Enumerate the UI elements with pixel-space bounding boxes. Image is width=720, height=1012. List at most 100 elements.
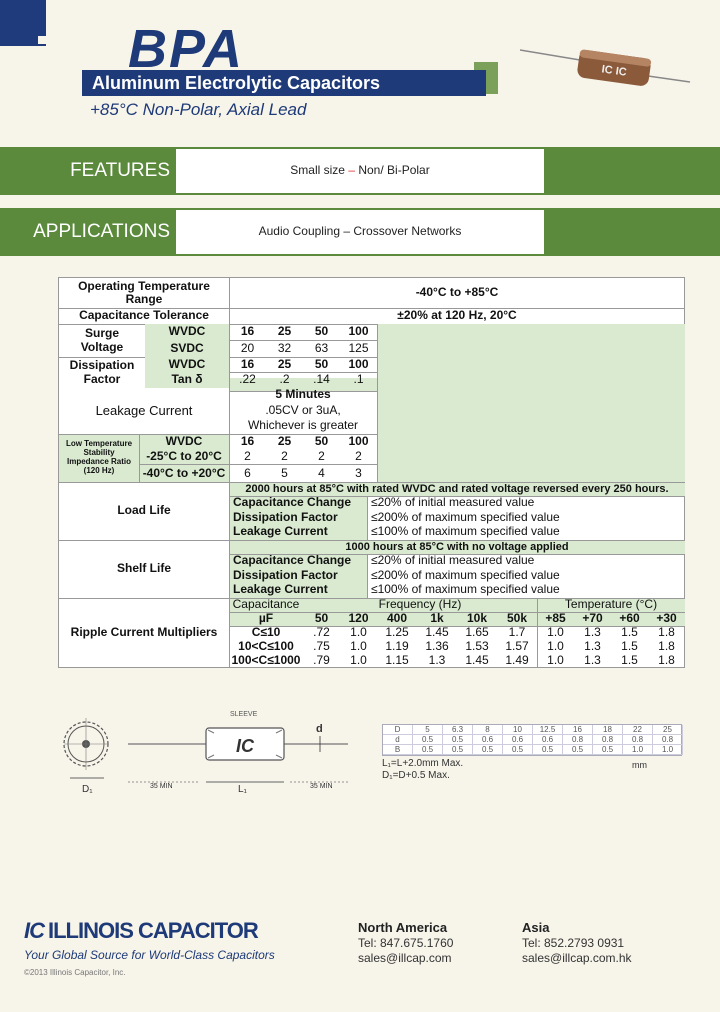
rc-f-1-2: 1.19 [385,639,409,654]
dim-cell-e-2: 0.5 [443,745,473,755]
lts2-1: 5 [281,465,288,480]
load-df: Dissipation Factor [233,510,338,525]
tan-3: .1 [353,372,364,387]
dim-cell-d-6: 0.8 [563,735,593,745]
rc-cap-1: 10<C≤100 [238,639,294,654]
dim-cell-D-4: 10 [503,725,533,735]
rc-temp-head: Temperature (°C) [564,597,658,612]
load-lc-val: ≤100% of maximum specified value [371,524,560,539]
dim-note-1: L₁=L+2.0mm Max. [382,758,464,769]
lts2-0: 6 [244,465,251,480]
lwv-0: 16 [240,433,255,448]
rc-freq-3: 1k [430,611,444,626]
svg-text:IC IC: IC IC [601,63,628,78]
leak-time: 5 Minutes [275,387,331,402]
leak-label: Leakage Current [95,402,193,418]
brand-name: ILLINOIS CAPACITOR [48,918,259,943]
load-label: Load Life [117,503,171,518]
rc-f-2-3: 1.3 [428,653,446,668]
load-cc: Capacitance Change [233,495,352,510]
rc-temp-1: +70 [582,611,603,626]
rc-freq-1: 120 [348,611,369,626]
tan-1: .2 [279,372,290,387]
sv-1: 32 [277,340,292,355]
rc-t-1-1: 1.3 [584,639,601,654]
dim-cell-d-1: 0.5 [413,735,443,745]
rc-f-1-5: 1.57 [505,639,529,654]
shelf-df-val: ≤200% of maximum specified value [371,568,560,583]
lwv-1: 25 [277,433,292,448]
rc-f-1-4: 1.53 [465,639,489,654]
leak-a: .05CV or 3uA, [265,403,341,418]
rc-freq-head: Frequency (Hz) [378,597,462,612]
drawing-lead2: 35 MIN [310,783,333,790]
load-head: 2000 hours at 85°C with rated WVDC and r… [245,482,669,495]
dim-cell-d-4: 0.6 [503,735,533,745]
applications-box: Audio Coupling – Crossover Networks [176,210,544,254]
rc-temp-0: +85 [545,611,566,626]
copyright: ©2013 Illinois Capacitor, Inc. [24,968,126,977]
tan-0: .22 [239,372,256,387]
lts-label: Low Temperature Stability Impedance Rati… [65,439,133,475]
rc-f-1-3: 1.36 [425,639,449,654]
rc-t-0-2: 1.5 [621,625,638,640]
dim-cell-D-9: 25 [653,725,683,735]
dim-cell-d-9: 0.8 [653,735,683,745]
leak-time-fill [229,378,377,392]
features-band: FEATURES Small size – Non/ Bi-Polar [0,147,720,195]
shelf-df: Dissipation Factor [233,568,338,583]
sv-3: 125 [348,340,369,355]
wv-2: 50 [314,324,329,339]
rc-freq-4: 10k [466,611,488,626]
na-email[interactable]: sales@illcap.com [358,951,452,965]
sv-2: 63 [314,340,329,355]
ripple-label: Ripple Current Multipliers [70,625,218,640]
rc-cap-head: Capacitance [232,597,300,612]
lts-1: 2 [281,448,288,463]
applications-label: APPLICATIONS [33,221,170,242]
load-param-fill [229,496,367,540]
na-tel: Tel: 847.675.1760 [358,936,454,950]
tan-label: Tan δ [145,372,229,388]
rc-f-1-0: .75 [313,639,330,654]
product-subtitle: +85°C Non-Polar, Axial Lead [90,100,307,119]
load-head-fill [229,482,685,496]
wv-1: 25 [277,324,292,339]
spec-blank-area [377,324,685,485]
rc-f-0-2: 1.25 [385,625,409,640]
product-title: Aluminum Electrolytic Capacitors [82,70,486,96]
dim-cell-e-0: B [383,745,413,755]
asia-email[interactable]: sales@illcap.com.hk [522,951,632,965]
rc-t-1-2: 1.5 [621,639,638,654]
dwv-1: 25 [277,356,292,371]
rc-t-1-3: 1.8 [658,639,675,654]
features-dash: – [348,163,355,177]
rc-temp-2: +60 [619,611,640,626]
rc-f-1-1: 1.0 [350,639,367,654]
dim-cell-D-8: 22 [623,725,653,735]
lts-head-fill [59,434,229,482]
corner-notch [38,36,46,44]
rc-t-0-3: 1.8 [658,625,675,640]
dim-cell-e-7: 0.5 [593,745,623,755]
capacitor-image: IC IC [520,49,691,86]
dim-cell-e-8: 1.0 [623,745,653,755]
rc-f-0-3: 1.45 [425,625,449,640]
dim-cell-e-5: 0.5 [533,745,563,755]
drawing-lead: 35 MIN [150,783,173,790]
rc-t-1-0: 1.0 [547,639,564,654]
applications-text-b: Crossover Networks [353,224,462,238]
dim-cell-D-1: 5 [413,725,443,735]
shelf-lc-val: ≤100% of maximum specified value [371,582,560,597]
rc-f-2-2: 1.15 [385,653,409,668]
drawing-sleeve: SLEEVE [230,711,258,718]
lts-range: -25°C to 20°C [146,448,222,463]
svdc-label: SVDC [145,340,229,357]
rc-t-2-0: 1.0 [547,653,564,668]
wv-0: 16 [240,324,255,339]
rc-freq-2: 400 [386,611,408,626]
features-label: FEATURES [70,160,170,181]
slogan: Your Global Source for World-Class Capac… [24,948,275,962]
rc-uf: µF [258,611,274,626]
